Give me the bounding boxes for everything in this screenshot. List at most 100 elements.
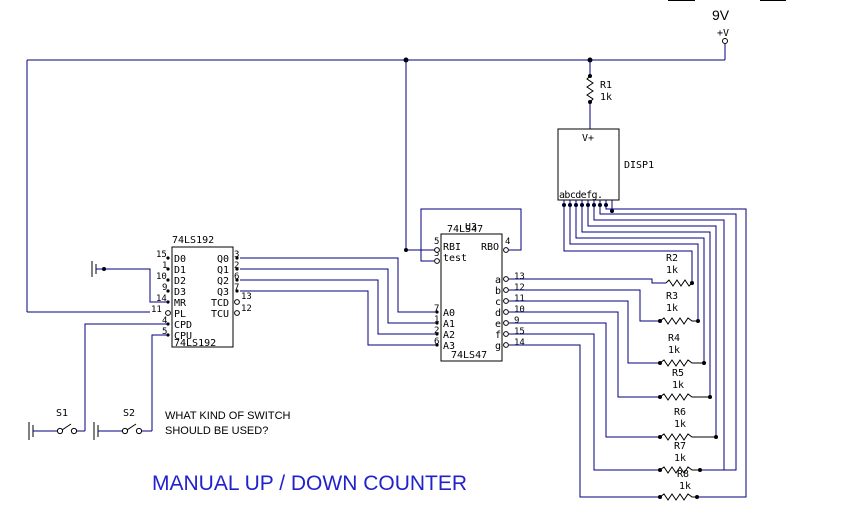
counter-pin-number: 4 (162, 316, 167, 326)
r6-resistor: R6 1k (659, 407, 716, 441)
r5-resistor: R5 1k (659, 368, 710, 401)
counter-output-label: Q2 (217, 276, 229, 287)
resistor-value: 1k (668, 345, 680, 356)
decoder-pin-number: 11 (514, 294, 525, 304)
resistor-name: R7 (674, 441, 686, 452)
decoder-input-label: A2 (443, 330, 455, 341)
counter-output-label: Q1 (217, 265, 229, 276)
r7-resistor: R7 1k (659, 441, 700, 474)
counter-pin-number: 1 (162, 261, 167, 271)
counter-input-label: MR (174, 298, 187, 309)
s2-label: S2 (123, 408, 135, 419)
seven-segment-display: V+ DISP1 abcdefg. (557, 128, 654, 201)
counter-input-label: D1 (174, 265, 186, 276)
counter-output-label: TCU (211, 309, 229, 320)
display-name: DISP1 (624, 160, 654, 171)
decoder-ic: 74LS47 U3 74LS47 RBI test RBO 5 3 4 A0 A… (434, 222, 525, 362)
resistor-name: R6 (674, 407, 686, 418)
counter-ic: 74LS192 74LS192 D0 D1 D2 D3 MR PL CPD CP… (151, 235, 252, 349)
resistor-value: 1k (672, 380, 684, 391)
resistor-name: R3 (666, 291, 678, 302)
decoder-pin-number: 5 (434, 237, 439, 247)
decoder-pin-number: 9 (514, 316, 519, 326)
counter-pin-number: 11 (151, 305, 162, 315)
resistor-value: 1k (666, 265, 678, 276)
counter-pin-number: 15 (156, 250, 167, 260)
decoder-test-label: test (443, 253, 467, 264)
diagram-title: MANUAL UP / DOWN COUNTER (152, 472, 467, 495)
display-segment-wires (563, 200, 747, 498)
resistor-name: R8 (677, 469, 689, 480)
decoder-output-label: b (495, 286, 501, 297)
counter-pin-number: 3 (234, 250, 239, 260)
r1-value: 1k (600, 92, 612, 103)
counter-pin-number: 7 (234, 283, 239, 293)
r1-resistor: R1 1k (586, 60, 612, 129)
data-bus (240, 257, 436, 346)
decoder-output-label: e (495, 319, 501, 330)
counter-pin-number: 10 (156, 272, 167, 282)
resistor-name: R2 (666, 253, 678, 264)
decoder-pin-number: 6 (434, 337, 439, 347)
resistor-value: 1k (674, 453, 686, 464)
decoder-pin-number: 15 (514, 327, 525, 337)
counter-pin-number: 5 (162, 327, 167, 337)
decoder-rbi-label: RBI (443, 242, 461, 253)
decoder-pin-number: 2 (434, 326, 439, 336)
decoder-input-label: A1 (443, 319, 455, 330)
decoder-pin-number: 14 (514, 338, 525, 348)
counter-output-label: Q3 (217, 287, 229, 298)
counter-input-wires (84, 261, 168, 431)
r3-resistor: R3 1k (659, 291, 698, 325)
r1-name: R1 (600, 80, 612, 91)
counter-input-label: CPU (174, 331, 192, 342)
decoder-pin-number: 7 (434, 304, 439, 314)
decoder-input-label: A3 (443, 341, 455, 352)
decoder-pin-number: 3 (434, 249, 439, 259)
counter-pin-number: 6 (234, 272, 239, 282)
decoder-pin-number: 1 (434, 315, 439, 325)
resistor-name: R4 (668, 333, 680, 344)
counter-output-label: TCD (211, 298, 229, 309)
switch-question-line1: WHAT KIND OF SWITCH (165, 410, 291, 422)
decoder-input-label: A0 (443, 308, 455, 319)
counter-pin-number: 13 (241, 292, 252, 302)
counter-part-bottom: 74LS192 (174, 338, 216, 349)
decoder-pin-number: 13 (514, 272, 525, 282)
decoder-output-label: d (495, 308, 501, 319)
counter-input-label: D3 (174, 287, 186, 298)
r8-resistor: R8 1k (659, 469, 697, 501)
supply-rail (26, 57, 725, 313)
counter-pin-number: 9 (162, 283, 167, 293)
supply-label: +V (717, 28, 729, 39)
decoder-pin-number: 12 (514, 283, 525, 293)
decoder-output-label: f (495, 330, 501, 341)
decoder-part-top: 74LS47 (447, 224, 483, 235)
decoder-pin-number: 10 (514, 305, 525, 315)
decoder-pin-markers (434, 247, 509, 348)
decoder-output-label: a (495, 275, 501, 286)
s2-switch: S2 (93, 408, 152, 440)
resistor-value: 1k (666, 303, 678, 314)
decoder-rbo-label: RBO (481, 242, 499, 253)
decoder-ref: U3 (465, 222, 477, 233)
segment-resistors: R2 1k R3 1k R4 1k R5 1k R6 1k R7 1k (658, 253, 718, 501)
resistor-value: 1k (679, 481, 691, 492)
display-vplus-label: V+ (582, 133, 594, 144)
supply-voltage: 9V (712, 7, 730, 23)
resistor-value: 1k (674, 419, 686, 430)
r4-resistor: R4 1k (659, 333, 704, 367)
rbo-loop-wire (420, 208, 522, 262)
decoder-output-wires (509, 278, 666, 498)
s1-switch: S1 (28, 408, 85, 440)
display-segment-labels: abcdefg. (559, 190, 602, 201)
counter-pin-number: 14 (156, 294, 167, 304)
counter-pin-number: 12 (241, 304, 252, 314)
r2-resistor: R2 1k (665, 253, 693, 287)
decoder-pin-number: 4 (505, 237, 510, 247)
counter-part-top: 74LS192 (172, 235, 214, 246)
switch-question-line2: SHOULD BE USED? (165, 425, 268, 437)
counter-pin-number: 2 (234, 261, 239, 271)
counter-input-label: CPD (174, 320, 192, 331)
